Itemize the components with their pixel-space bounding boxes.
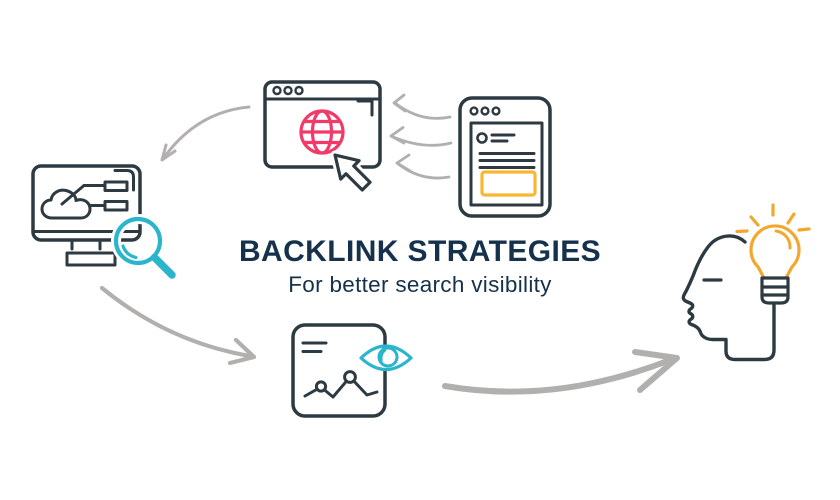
browser-dot-icon	[283, 85, 293, 96]
page-dot-icon	[491, 106, 501, 116]
magnifier-icon	[111, 214, 176, 279]
eye-icon	[359, 344, 413, 372]
idea-head-icon	[681, 203, 811, 362]
globe-icon	[299, 109, 345, 155]
cloud-icon	[40, 188, 92, 220]
browser-globe-icon	[263, 80, 382, 195]
highlight-block-icon	[480, 170, 537, 197]
analytics-eye-icon	[291, 323, 413, 418]
page-dot-icon	[480, 106, 490, 116]
page-dot-icon	[469, 106, 479, 116]
arrow-browser-to-monitor	[160, 105, 251, 162]
node-box-icon	[103, 180, 129, 192]
arrow-chart-to-head	[442, 349, 680, 395]
ray-icon	[735, 229, 749, 234]
lightbulb-icon	[735, 203, 811, 305]
ray-icon	[749, 215, 760, 227]
node-box-icon	[103, 200, 129, 212]
browser-dot-icon	[294, 85, 304, 96]
page-subtitle: For better search visibility	[288, 272, 552, 297]
corner-bracket-icon	[113, 169, 135, 192]
ray-icon	[797, 227, 811, 232]
chart-node-icon	[343, 370, 357, 384]
bullet-icon	[476, 132, 488, 144]
chart-node-icon	[314, 380, 328, 393]
ray-icon	[786, 212, 796, 225]
monitor-audit-icon	[31, 164, 176, 279]
arrows-page-to-browser	[389, 93, 453, 180]
head-profile	[681, 234, 776, 362]
cursor-icon	[330, 150, 375, 195]
bulb-base	[760, 276, 790, 305]
arrow-monitor-to-chart	[99, 285, 257, 366]
corner-bracket-icon	[356, 99, 374, 117]
content-page-icon	[458, 96, 552, 218]
browser-dot-icon	[272, 85, 282, 96]
page-title: BACKLINK STRATEGIES	[238, 235, 602, 268]
monitor-stand	[65, 251, 117, 267]
